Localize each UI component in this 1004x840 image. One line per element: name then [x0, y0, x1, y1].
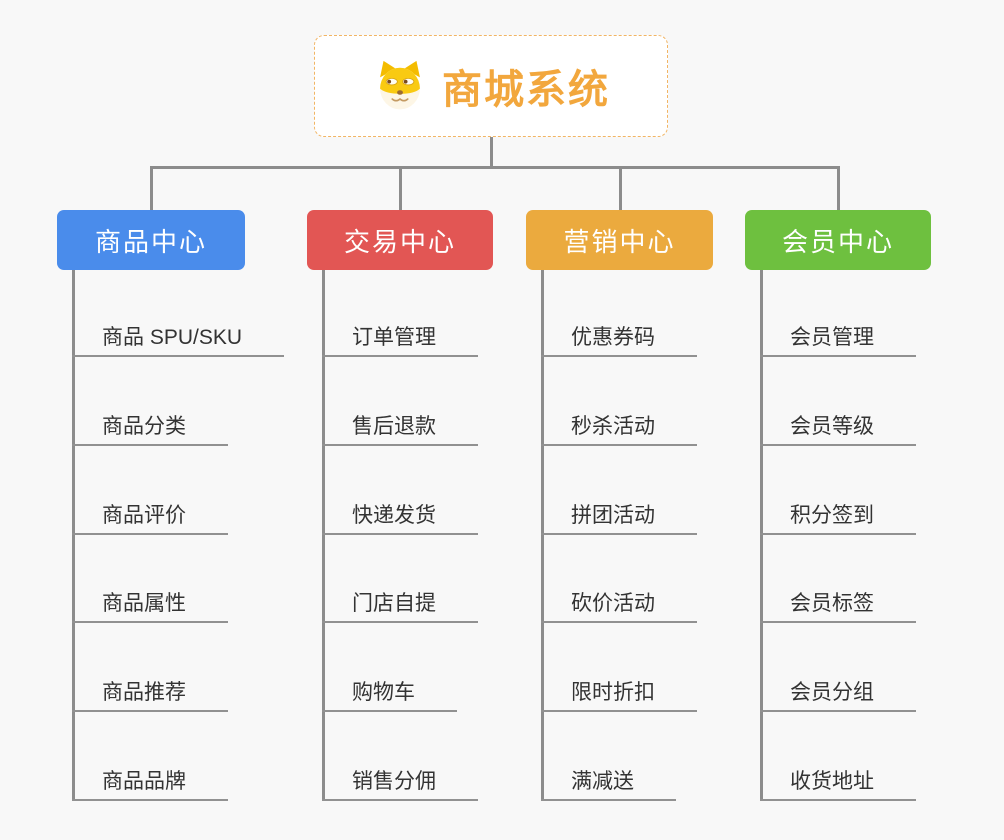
leaf-node[interactable]: 商品推荐	[72, 676, 228, 712]
branch-drop-0	[150, 166, 153, 210]
leaf-node[interactable]: 拼团活动	[541, 499, 697, 535]
leaf-node[interactable]: 售后退款	[322, 410, 478, 446]
leaf-node[interactable]: 会员分组	[760, 676, 916, 712]
leaf-node[interactable]: 会员等级	[760, 410, 916, 446]
branch-drop-2	[619, 166, 622, 210]
leaf-node[interactable]: 销售分佣	[322, 765, 478, 801]
leaf-node[interactable]: 商品评价	[72, 499, 228, 535]
leaf-node[interactable]: 商品分类	[72, 410, 228, 446]
leaf-node[interactable]: 限时折扣	[541, 676, 697, 712]
leaf-node[interactable]: 优惠券码	[541, 321, 697, 357]
dog-face-icon	[372, 60, 428, 112]
branch-drop-3	[837, 166, 840, 210]
branch-drop-1	[399, 166, 402, 210]
branch-header-2[interactable]: 营销中心	[526, 210, 713, 270]
leaf-node[interactable]: 购物车	[322, 676, 457, 712]
leaf-node[interactable]: 订单管理	[322, 321, 478, 357]
leaf-node[interactable]: 会员管理	[760, 321, 916, 357]
branch-header-0[interactable]: 商品中心	[57, 210, 245, 270]
leaf-node[interactable]: 砍价活动	[541, 587, 697, 623]
root-node[interactable]: 商城系统	[314, 35, 668, 137]
leaf-node[interactable]: 商品属性	[72, 587, 228, 623]
leaf-node[interactable]: 商品 SPU/SKU	[72, 321, 285, 357]
branch-header-1[interactable]: 交易中心	[307, 210, 493, 270]
leaf-node[interactable]: 商品品牌	[72, 765, 228, 801]
branch-rail	[150, 166, 840, 169]
leaf-node[interactable]: 秒杀活动	[541, 410, 697, 446]
root-connector	[490, 137, 493, 166]
root-title: 商城系统	[442, 68, 610, 112]
leaf-node[interactable]: 快递发货	[322, 499, 478, 535]
leaf-node[interactable]: 门店自提	[322, 587, 478, 623]
leaf-node[interactable]: 满减送	[541, 765, 676, 801]
leaf-node[interactable]: 收货地址	[760, 765, 916, 801]
leaf-node[interactable]: 会员标签	[760, 587, 916, 623]
branch-header-3[interactable]: 会员中心	[745, 210, 931, 270]
leaf-node[interactable]: 积分签到	[760, 499, 916, 535]
